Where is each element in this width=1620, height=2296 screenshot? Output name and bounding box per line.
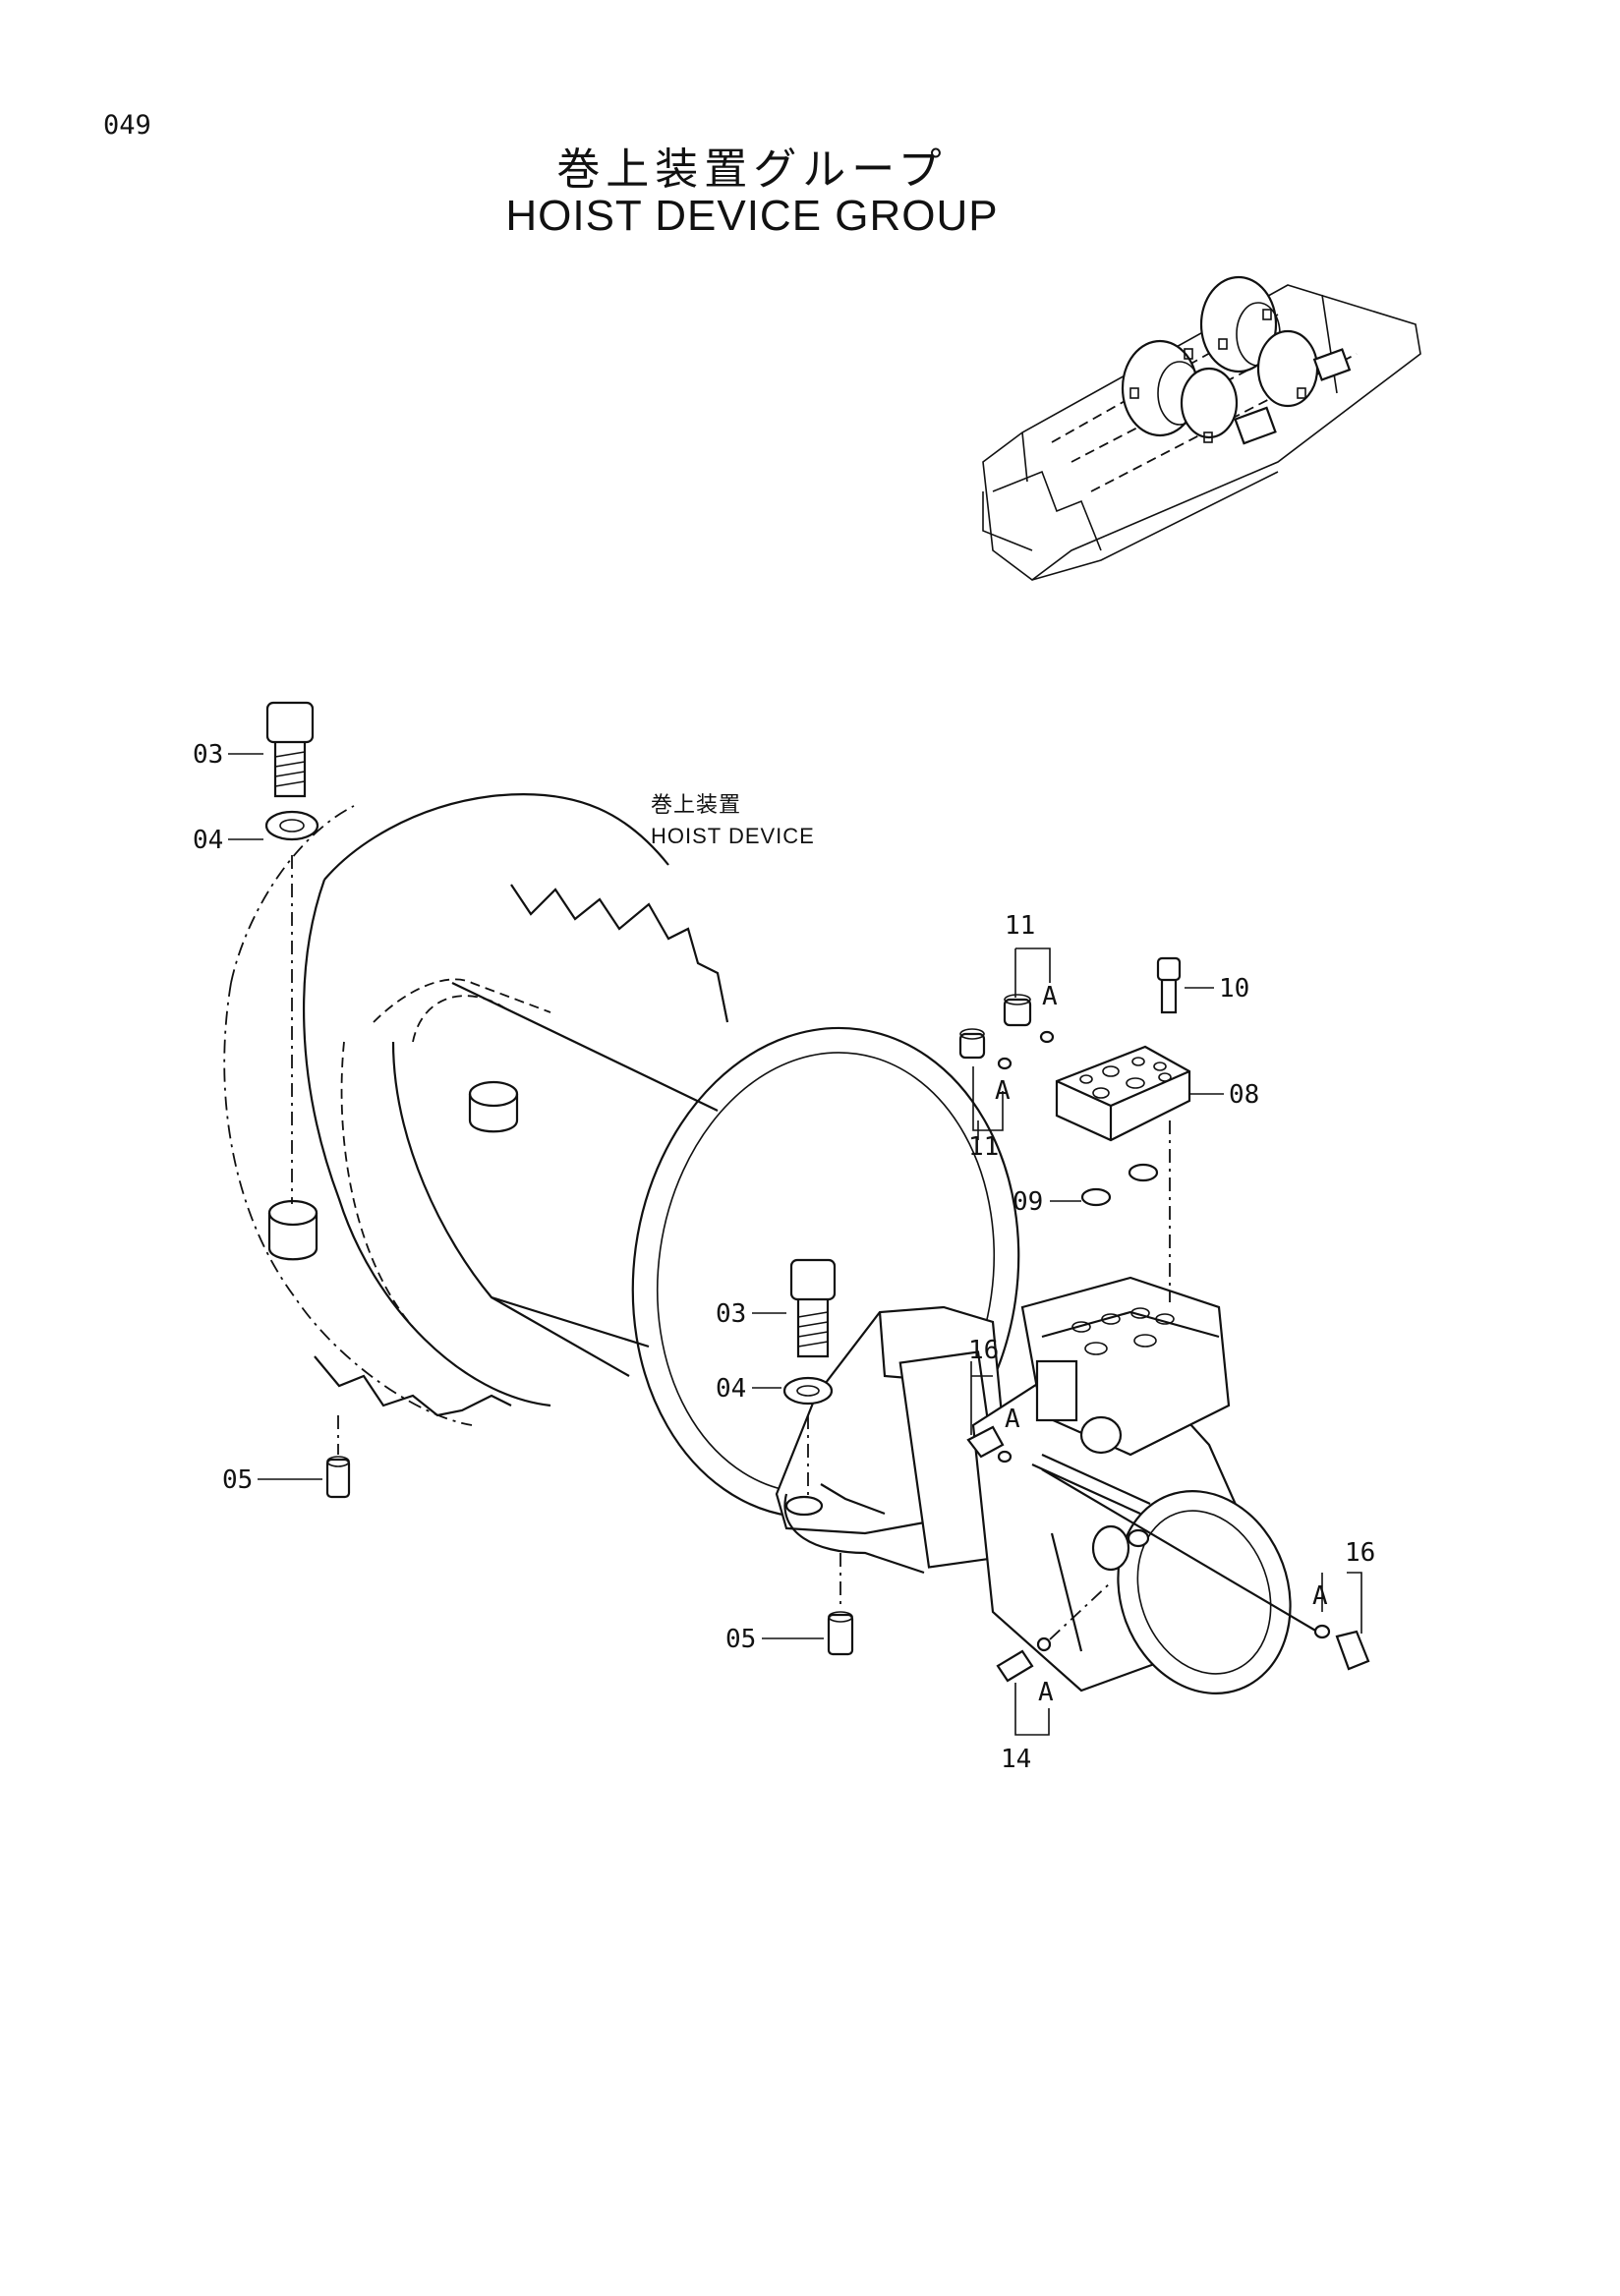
ref-mark-a: A bbox=[1005, 1405, 1020, 1434]
page-title-english: HOIST DEVICE GROUP bbox=[505, 192, 999, 240]
ref-mark-a: A bbox=[1038, 1678, 1054, 1707]
callout-11-upper: 11 bbox=[1005, 911, 1035, 941]
part-plug-11-b bbox=[958, 1028, 986, 1060]
callout-03-upper: 03 bbox=[193, 740, 223, 770]
part-elbow-fitting-16-right bbox=[1313, 1624, 1370, 1671]
callout-09: 09 bbox=[1012, 1187, 1043, 1217]
callout-05-lower: 05 bbox=[725, 1625, 756, 1654]
callout-04-lower: 04 bbox=[716, 1374, 746, 1404]
ref-mark-a: A bbox=[995, 1076, 1011, 1106]
ref-mark-a: A bbox=[1042, 982, 1058, 1011]
callout-11-lower: 11 bbox=[968, 1132, 999, 1162]
hoist-drum-assembly bbox=[223, 792, 1318, 1694]
callout-08: 08 bbox=[1229, 1080, 1259, 1110]
callout-03-lower: 03 bbox=[716, 1299, 746, 1329]
callout-10: 10 bbox=[1219, 974, 1249, 1004]
part-oring-09-b bbox=[1128, 1163, 1159, 1182]
page-number: 049 bbox=[103, 110, 151, 141]
part-pin-05-left bbox=[325, 1456, 351, 1499]
callout-16-left: 16 bbox=[968, 1336, 999, 1365]
part-bolt-03-upper bbox=[265, 701, 315, 798]
part-elbow-fitting-16-left bbox=[966, 1425, 1012, 1464]
part-bolt-03-lower bbox=[789, 1258, 837, 1358]
callout-16-right: 16 bbox=[1345, 1538, 1375, 1568]
assembly-label-japanese: 巻上装置 bbox=[651, 792, 741, 817]
part-bolt-10 bbox=[1156, 956, 1182, 1014]
part-manifold-block-08 bbox=[1055, 1045, 1191, 1142]
part-washer-04-upper bbox=[264, 810, 319, 841]
ref-mark-a: A bbox=[1312, 1581, 1328, 1611]
part-oring-plug-b bbox=[997, 1057, 1012, 1070]
assembly-label-english: HOIST DEVICE bbox=[651, 824, 815, 848]
part-washer-04-lower bbox=[782, 1376, 834, 1406]
page-title-japanese: 巻上装置グループ bbox=[556, 144, 948, 195]
part-plug-11-a bbox=[1003, 994, 1032, 1027]
part-oring-09-a bbox=[1080, 1187, 1112, 1207]
part-pin-05-lower bbox=[827, 1611, 854, 1656]
callout-14: 14 bbox=[1001, 1745, 1031, 1774]
overview-inset-drawing bbox=[982, 275, 1421, 581]
callout-05-left: 05 bbox=[222, 1465, 253, 1495]
part-oring-plug-a bbox=[1039, 1030, 1055, 1044]
callout-04-upper: 04 bbox=[193, 826, 223, 855]
part-fitting-14 bbox=[996, 1636, 1052, 1683]
